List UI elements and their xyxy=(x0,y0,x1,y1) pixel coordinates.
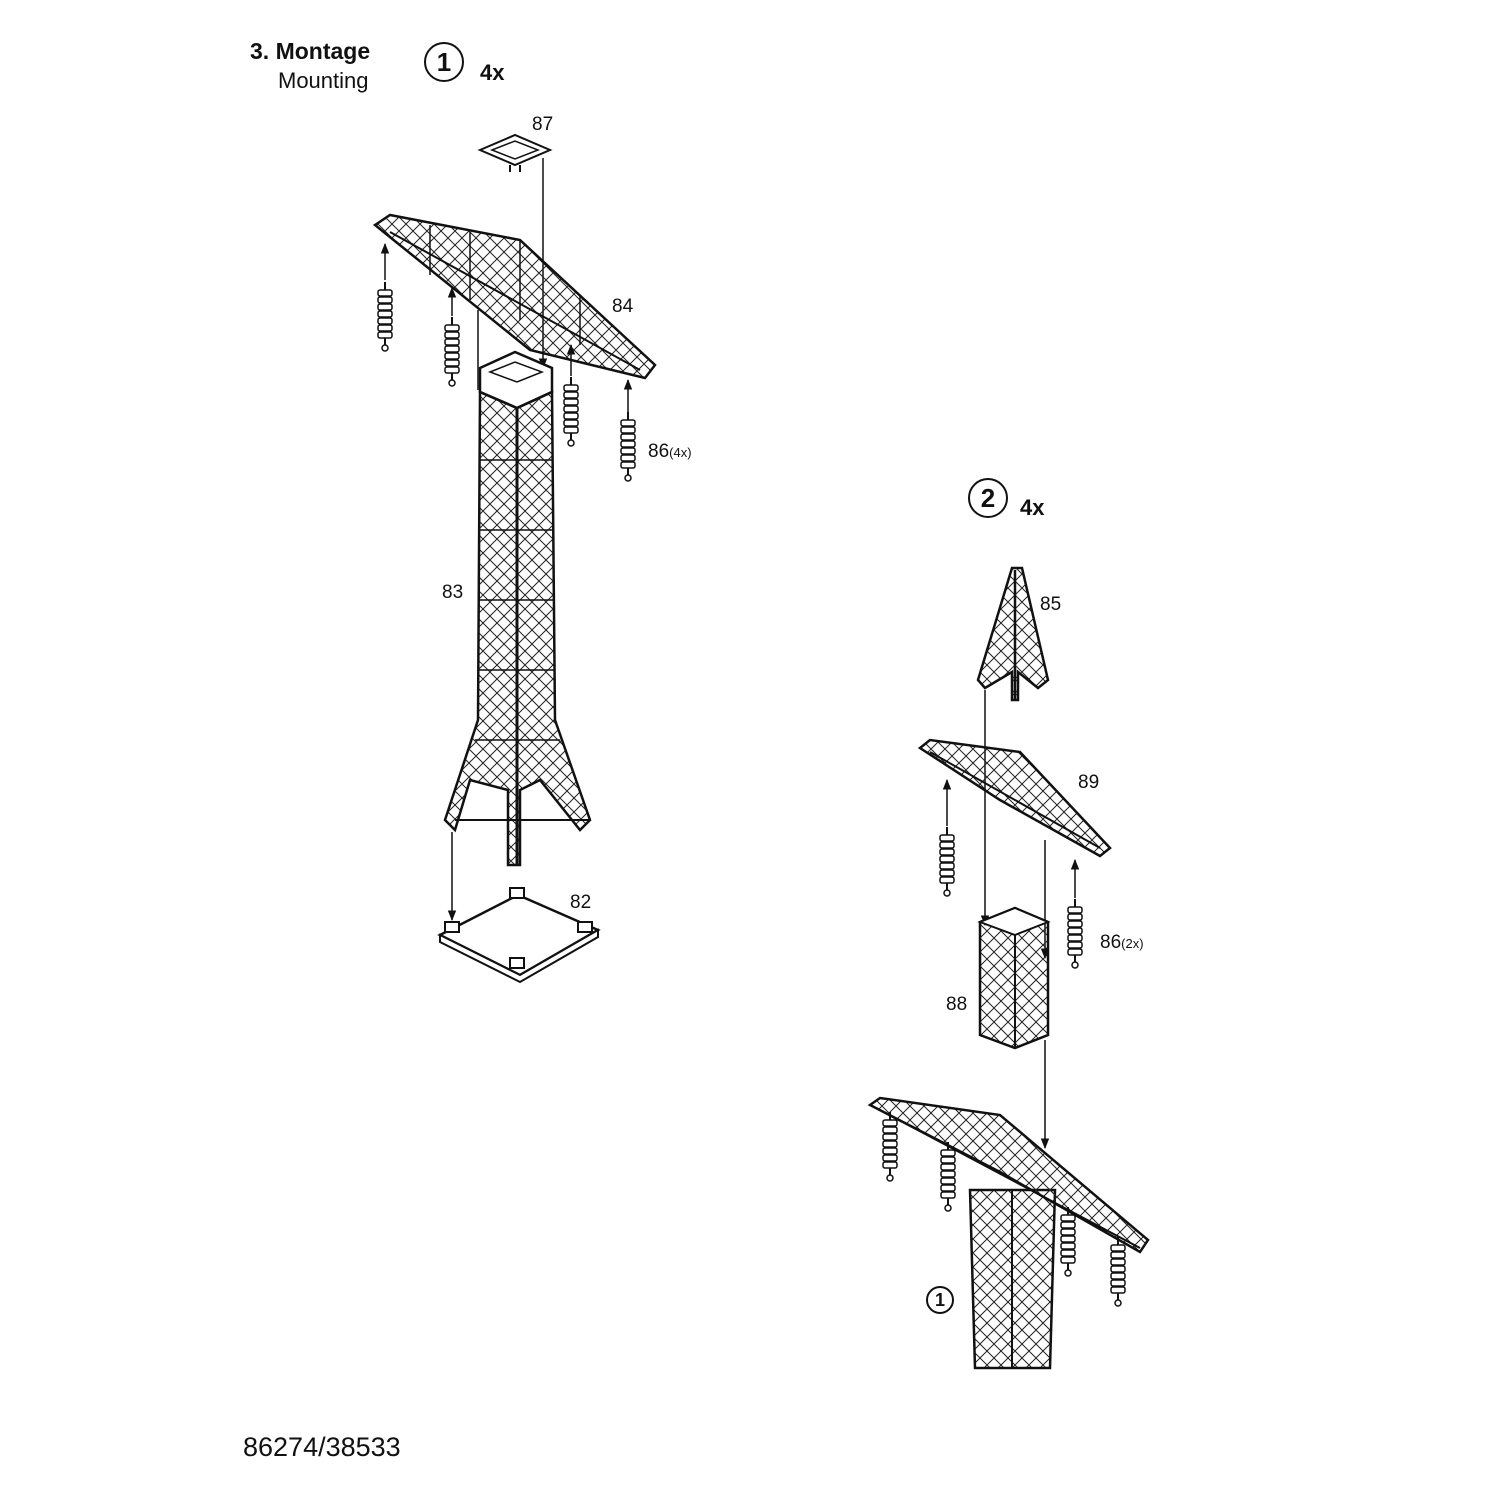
part-87-cap xyxy=(477,133,553,172)
part-label-82: 82 xyxy=(570,892,592,913)
part-86-insulator xyxy=(1067,898,1083,969)
part-label-86-qty: (4x) xyxy=(669,445,692,460)
part-83-tower xyxy=(443,350,592,867)
part-86-insulator xyxy=(940,1141,956,1212)
part-86-insulator xyxy=(620,411,636,482)
section-subtitle: Mounting xyxy=(278,68,369,93)
part-86-insulator xyxy=(377,281,393,352)
part-88-section xyxy=(977,906,1051,1050)
part-82-base xyxy=(437,887,601,984)
product-code: 86274/38533 xyxy=(243,1432,401,1462)
part-89-crossarm xyxy=(917,738,1112,858)
part-label-84: 84 xyxy=(612,296,634,317)
part-86-insulator xyxy=(563,376,579,447)
step-1-number: 1 xyxy=(424,42,464,82)
part-label-87: 87 xyxy=(532,114,554,135)
part-86-insulator xyxy=(939,826,955,897)
part-label-89: 89 xyxy=(1078,772,1100,793)
reference-step-1: 1 xyxy=(926,1286,954,1314)
part-label-85: 85 xyxy=(1040,594,1062,615)
part-86-insulator xyxy=(444,316,460,387)
part-86-insulator xyxy=(1060,1206,1076,1277)
step-1-multiplier: 4x xyxy=(480,60,505,85)
part-label-86-step2: 86(2x) xyxy=(1100,932,1144,954)
part-label-86-step1: 86(4x) xyxy=(648,441,692,463)
section-title: 3. Montage xyxy=(250,38,371,64)
assembled-tower-top xyxy=(867,1096,1150,1370)
part-label-88: 88 xyxy=(946,994,968,1015)
part-85-peak xyxy=(976,566,1050,702)
part-84-crossarm xyxy=(372,213,657,380)
part-86-insulator xyxy=(882,1111,898,1182)
part-label-86-number: 86 xyxy=(1100,932,1122,953)
part-label-83: 83 xyxy=(442,582,464,603)
step-2-multiplier: 4x xyxy=(1020,495,1045,520)
part-label-86-qty: (2x) xyxy=(1121,936,1144,951)
part-86-insulator xyxy=(1110,1236,1126,1307)
step-2-number: 2 xyxy=(968,478,1008,518)
part-label-86-number: 86 xyxy=(648,441,670,462)
